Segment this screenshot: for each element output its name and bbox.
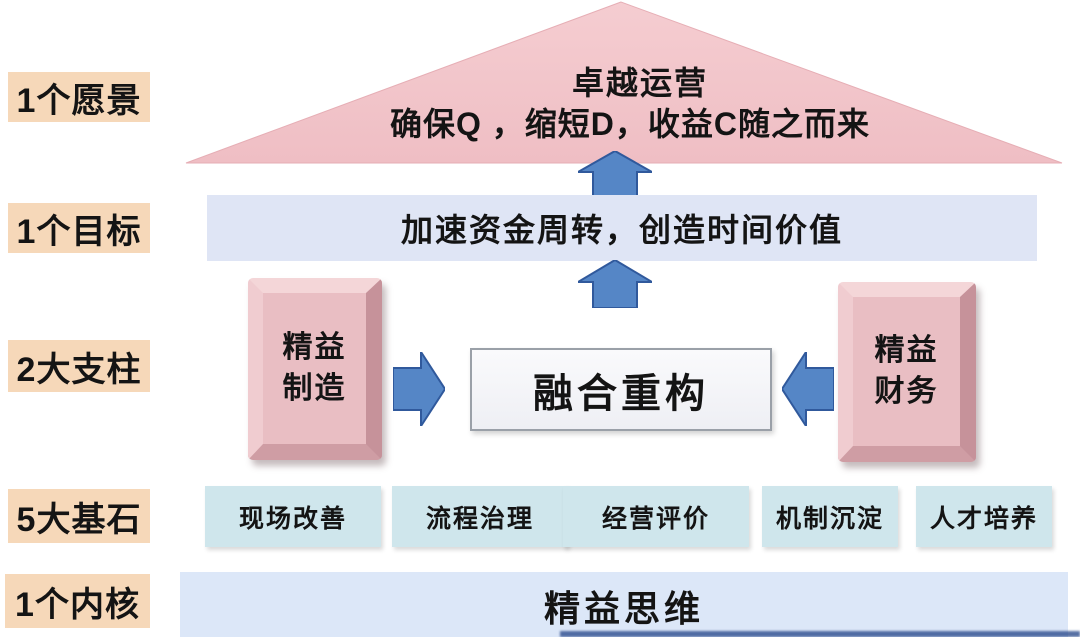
cornerstone-business-evaluation: 经营评价 <box>563 486 749 547</box>
pillar-right-line1: 精益 <box>874 334 939 367</box>
side-label-core: 1个内核 <box>5 574 150 628</box>
core-text: 精益思维 <box>543 588 704 629</box>
arrow-right-icon <box>393 352 445 426</box>
vision-subtitle: 确保Q ，缩短D，收益C随之而来 <box>389 106 870 142</box>
bottom-divider <box>560 631 1080 637</box>
fusion-text: 融合重构 <box>533 371 709 416</box>
fusion-box: 融合重构 <box>470 348 772 431</box>
arrow-left-icon <box>782 352 834 426</box>
core-bar: 精益思维 <box>180 572 1068 637</box>
side-label-cornerstones: 5大基石 <box>8 489 150 543</box>
cornerstone-talent-cultivation: 人才培养 <box>916 486 1052 547</box>
pillar-right-line2: 财务 <box>874 374 939 408</box>
vision-title: 卓越运营 <box>571 65 708 101</box>
side-label-pillars: 2大支柱 <box>8 340 150 392</box>
pillar-lean-manufacturing: 精益 制造 <box>248 278 382 460</box>
cornerstone-genba-improvement: 现场改善 <box>205 486 381 547</box>
side-label-vision: 1个愿景 <box>8 72 150 122</box>
pillar-lean-finance: 精益 财务 <box>838 282 976 462</box>
goal-text: 加速资金周转，创造时间价值 <box>400 212 843 248</box>
pillar-left-line1: 精益 <box>282 331 347 364</box>
goal-bar: 加速资金周转，创造时间价值 <box>207 195 1037 261</box>
arrow-up-to-vision-icon <box>578 151 652 197</box>
cornerstone-process-governance: 流程治理 <box>392 486 568 547</box>
arrow-up-to-goal-icon <box>578 260 652 308</box>
cornerstone-mechanism-settling: 机制沉淀 <box>762 486 898 547</box>
pillar-left-line2: 制造 <box>282 371 347 405</box>
side-label-goal: 1个目标 <box>8 203 150 253</box>
